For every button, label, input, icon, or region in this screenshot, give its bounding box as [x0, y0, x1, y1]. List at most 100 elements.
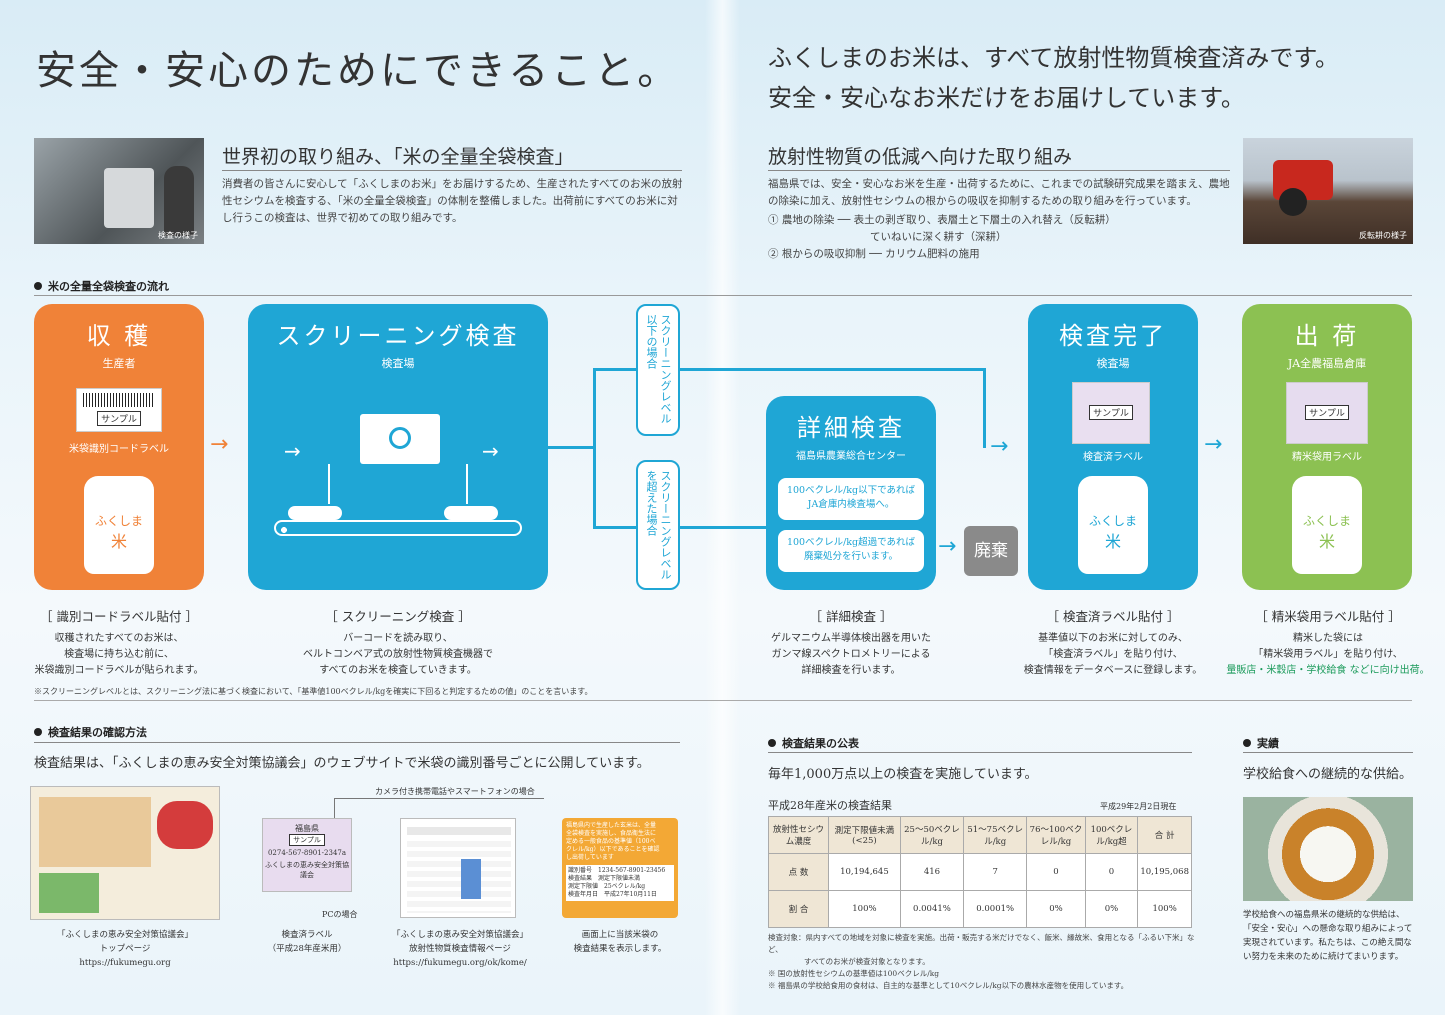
inspection-photo: 検査の様子	[34, 138, 204, 244]
caption-head: ［ 検査済ラベル貼付 ］	[1046, 609, 1180, 624]
achievement-heading-text: 実績	[1257, 737, 1279, 750]
inspected-label-card: サンプル	[1072, 382, 1150, 444]
harvest-box: 収 穫 生産者 サンプル 米袋識別コードラベル ふくしま 米	[34, 304, 204, 590]
screen-row: 識別番号 1234-567-8901-23456	[568, 867, 666, 874]
rice-bag-icon: ふくしま 米	[84, 476, 154, 574]
arrow-right-icon: →	[482, 439, 499, 463]
caption-3: ［ 詳細検査 ］ ゲルマニウム半導体検出器を用いたガンマ線スペクトロメトリーによ…	[750, 606, 952, 679]
detail-note2: 100ベクレル/kg超過であれば 廃棄処分を行います。	[778, 530, 924, 572]
arrow-right-icon: →	[1204, 432, 1223, 457]
arrow-right-icon: →	[990, 434, 1009, 459]
scanner-frame	[328, 464, 468, 504]
caption-line: 検査結果を表示します。	[573, 944, 667, 954]
left-section-heading: 世界初の取り組み、「米の全量全袋検査」	[222, 146, 574, 168]
right-section-items: ① 農地の除染 ── 表土の剥ぎ取り、表層土と下層土の入れ替え（反転耕） ていね…	[768, 212, 1238, 263]
label-sample: サンプル	[289, 834, 325, 846]
label-org: ふくしまの恵み安全対策協議会	[265, 861, 349, 879]
table-cell: 0	[1084, 853, 1139, 891]
detail-sub: 福島県農業総合センター	[796, 451, 906, 462]
table-header: 25～50ベクレル/kg	[899, 816, 965, 854]
caption-line: 量販店・米穀店・学校給食 などに向け出荷。	[1226, 665, 1430, 676]
divider	[34, 295, 1412, 296]
bag-text: 米	[1318, 532, 1335, 551]
table-cell: 100%	[828, 890, 901, 928]
caption-line: 「精米袋用ラベル」を貼り付け、	[1253, 649, 1403, 660]
table-row: 点 数 10,194,645 416 7 0 0 10,195,068	[768, 853, 1192, 891]
caption-head: ［ スクリーニング検査 ］	[325, 609, 471, 624]
bag-text: 米	[110, 532, 127, 551]
note-line: ※ 国の放射性セシウムの基準値は100ベクレル/kg	[768, 969, 940, 978]
sample-tag: サンプル	[1305, 405, 1349, 420]
complete-title: 検査完了	[1059, 322, 1167, 350]
complete-box: 検査完了 検査場 サンプル 検査済ラベル ふくしま 米	[1028, 304, 1198, 590]
bag-text: 米	[1104, 532, 1121, 551]
circle-ok-icon	[389, 427, 411, 449]
barcode-icon	[83, 393, 155, 407]
results-lead: 毎年1,000万点以上の検査を実施しています。	[768, 767, 1038, 782]
caption-head: ［ 詳細検査 ］	[809, 609, 893, 624]
label-code: 0274-567-8901-2347a	[267, 849, 347, 857]
flow-line	[593, 368, 983, 371]
achievement-heading: 実績	[1243, 735, 1279, 751]
flow-heading: 米の全量全袋検査の流れ	[34, 278, 169, 294]
table-header: 100ベクレル/kg超	[1084, 816, 1139, 854]
harvest-label-text: 米袋識別コードラベル	[69, 444, 169, 455]
website-screenshot	[30, 786, 220, 920]
flow-line	[593, 368, 596, 528]
arrow-right-icon: →	[210, 432, 229, 457]
table-header: 76～100ベクレル/kg	[1026, 816, 1086, 854]
strawberry-image	[157, 801, 213, 849]
screening-box: スクリーニング検査 検査場 → →	[248, 304, 548, 590]
inspected-label-sample: 福島県 サンプル 0274-567-8901-2347a ふくしまの恵み安全対策…	[262, 818, 352, 892]
caption-line: 検査情報をデータベースに登録します。	[1023, 665, 1203, 676]
phone-note: カメラ付き携帯電話やスマートフォンの場合	[375, 787, 535, 796]
table-cell: 点 数	[768, 853, 829, 891]
result-page-screenshot	[400, 818, 516, 918]
tractor-photo: 反転耕の様子	[1243, 138, 1413, 244]
caption-head: ［ 精米袋用ラベル貼付 ］	[1255, 609, 1401, 624]
caption-line: 検査場に持ち込む前に、	[64, 649, 174, 660]
item2-label: ② 根からの吸収抑制	[768, 248, 866, 260]
map-image	[39, 873, 99, 913]
detail-note1: 100ベクレル/kg以下であれば JA倉庫内検査場へ。	[778, 478, 924, 520]
complete-sub: 検査場	[1096, 357, 1130, 370]
confirm-heading-text: 検査結果の確認方法	[48, 726, 147, 739]
phone-result-screen: 福島県内で生産した玄米は、全量 全袋検査を実施し、食品衛生法に 定める一般食品の…	[562, 818, 678, 918]
caption-line: https://fukumegu.org	[79, 958, 171, 968]
divider	[768, 752, 1192, 753]
right-section-heading: 放射性物質の低減へ向けた取り組み	[768, 146, 1073, 168]
caption-line: ベルトコンベア式の放射性物質検査機器で	[303, 649, 493, 660]
page-content	[407, 841, 511, 913]
screen-line: 定める一般食品の基準値（100ベ	[566, 838, 656, 845]
table-header: 51～75ベクレル/kg	[963, 816, 1028, 854]
caption-2: ［ スクリーニング検査 ］ バーコードを読み取り、ベルトコンベア式の放射性物質検…	[280, 606, 516, 679]
label-top: 福島県	[295, 824, 319, 833]
results-notes: 検査対象：県内すべての地域を対象に検査を実施。出荷・販売する米だけでなく、飯米、…	[768, 932, 1208, 992]
bag-text: ふくしま	[1088, 514, 1137, 528]
bag-text: ふくしま	[94, 514, 143, 528]
caption-line: 放射性物質検査情報ページ	[409, 944, 511, 954]
flow-line	[548, 446, 593, 449]
harvest-title: 収 穫	[86, 322, 152, 350]
caption-line: 検査済ラベル	[281, 930, 333, 940]
table-cell: 0.0041%	[899, 890, 965, 928]
wheel-shape	[1279, 188, 1307, 216]
caption-line: 詳細検査を行います。	[801, 665, 901, 676]
results-table: 放射性セシウム濃度 測定下限値未満(<25) 25～50ベクレル/kg 51～7…	[768, 816, 1192, 928]
flow-line	[983, 368, 986, 448]
bag-text: ふくしま	[1302, 514, 1351, 528]
right-title-line2: 安全・安心なお米だけをお届けしています。	[768, 84, 1245, 112]
caption-line: ゲルマニウム半導体検出器を用いた	[771, 633, 931, 644]
caption-line: https://fukumegu.org/ok/kome/	[393, 958, 527, 968]
detail-box: 詳細検査 福島県農業総合センター 100ベクレル/kg以下であれば JA倉庫内検…	[766, 396, 936, 590]
arrow-right-icon: →	[284, 439, 301, 463]
flow-line	[593, 526, 768, 529]
screen-row: 検査結果 測定下限値未満	[568, 875, 641, 882]
page-caption: 「ふくしまの恵み安全対策協議会」 放射性物質検査情報ページ https://fu…	[380, 928, 540, 970]
rice-bag-icon	[444, 506, 498, 520]
rice-bag-icon	[288, 506, 342, 520]
caption-line: バーコードを読み取り、	[343, 633, 453, 644]
conveyor-belt	[274, 520, 522, 536]
shipping-title: 出 荷	[1294, 322, 1360, 350]
caption-4: ［ 検査済ラベル貼付 ］ 基準値以下のお米に対してのみ、「検査済ラベル」を貼り付…	[1012, 606, 1214, 679]
